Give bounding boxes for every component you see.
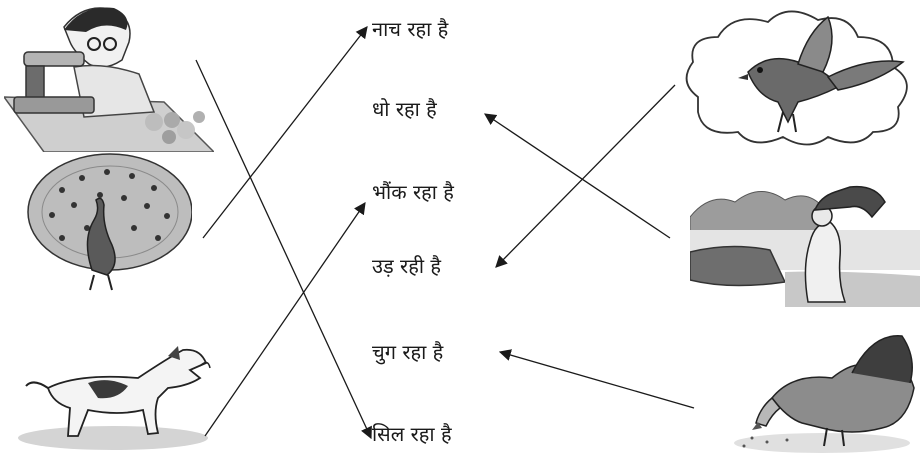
label-bhaunk-raha-hai: भौंक रहा है	[372, 180, 454, 204]
rooster-picture	[734, 335, 915, 453]
tailor-picture	[4, 7, 214, 152]
arrow-rooster-to-chug	[498, 349, 695, 409]
label-dho-raha-hai: धो रहा है	[372, 97, 437, 121]
arrow-washer-to-dho	[484, 113, 671, 239]
label-chug-raha-hai: चुग रहा है	[372, 340, 444, 364]
arrow-dog-to-bhaunk	[204, 202, 366, 437]
arrow-bird-to-ud	[495, 84, 676, 268]
arrow-peacock-to-naach	[202, 26, 368, 239]
label-naach-raha-hai: नाच रहा है	[372, 17, 449, 41]
label-sil-raha-hai: सिल रहा है	[372, 422, 452, 446]
dog-picture	[18, 346, 211, 450]
washing-man-picture	[690, 185, 920, 307]
bird-picture	[685, 10, 908, 146]
peacock-picture	[27, 153, 192, 291]
arrow-tailor-to-sil	[195, 59, 372, 440]
label-ud-rahi-hai: उड़ रही है	[372, 254, 441, 278]
